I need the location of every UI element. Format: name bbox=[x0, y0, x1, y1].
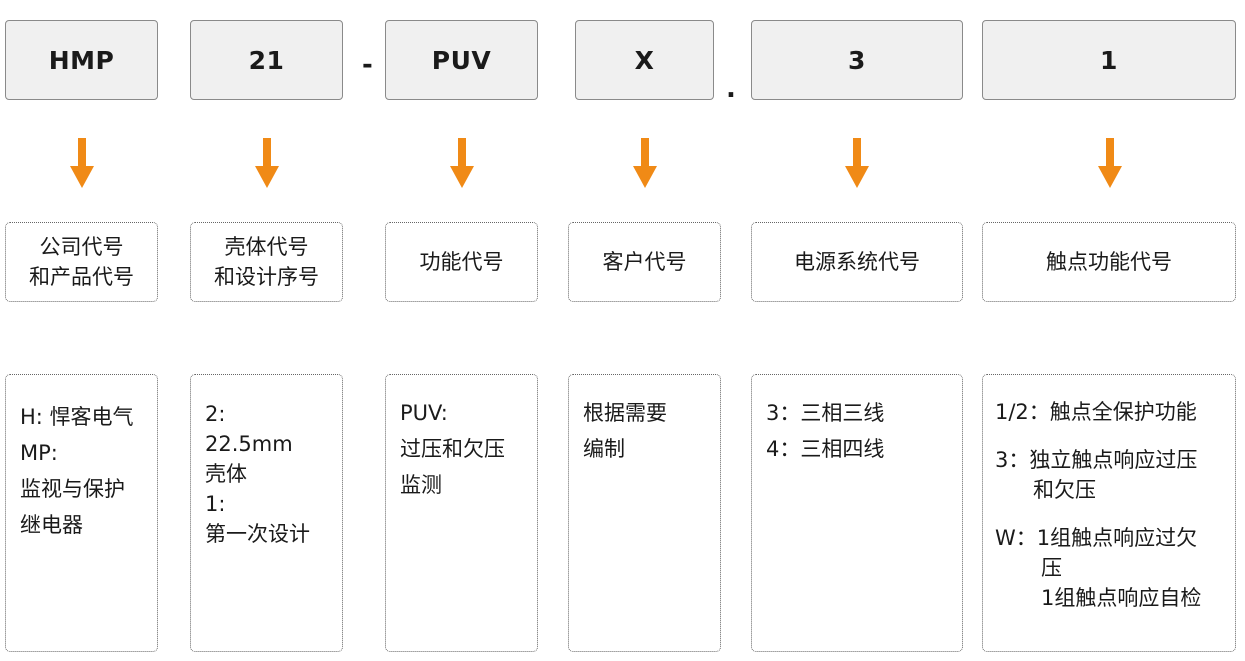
down-arrow-icon bbox=[450, 138, 474, 188]
detail-line: W：1组触点响应过欠 bbox=[995, 526, 1198, 550]
code-segment-text: HMP bbox=[48, 45, 115, 75]
label-function-code: 功能代号 bbox=[385, 222, 538, 302]
detail-line: 第一次设计 bbox=[205, 522, 310, 546]
label-housing-design-code: 壳体代号 和设计序号 bbox=[190, 222, 343, 302]
detail-line: 编制 bbox=[583, 437, 625, 461]
down-arrow-icon bbox=[70, 138, 94, 188]
label-line: 和设计序号 bbox=[214, 265, 319, 289]
detail-company-product: H: 悍客电气 MP: 监视与保护 继电器 bbox=[5, 374, 158, 652]
label-company-product-code: 公司代号 和产品代号 bbox=[5, 222, 158, 302]
detail-line: 1: bbox=[205, 492, 226, 516]
detail-line: 监视与保护 bbox=[20, 477, 125, 501]
label-power-system-code: 电源系统代号 bbox=[751, 222, 963, 302]
label-line: 壳体代号 bbox=[224, 235, 309, 259]
label-line: 客户代号 bbox=[602, 250, 687, 274]
detail-line: 继电器 bbox=[20, 513, 83, 537]
detail-line: 根据需要 bbox=[583, 401, 667, 425]
code-segment-text: 1 bbox=[1100, 45, 1118, 75]
detail-line: 监测 bbox=[400, 473, 442, 497]
detail-line: 和欠压 bbox=[1033, 478, 1096, 502]
separator-dash: - bbox=[362, 50, 373, 80]
label-line: 和产品代号 bbox=[29, 265, 134, 289]
detail-customer: 根据需要 编制 bbox=[568, 374, 721, 652]
code-segment-contact: 1 bbox=[982, 20, 1236, 100]
detail-line: 壳体 bbox=[205, 462, 247, 486]
detail-power-system: 3：三相三线 4：三相四线 bbox=[751, 374, 963, 652]
code-segment-text: PUV bbox=[431, 45, 492, 75]
down-arrow-icon bbox=[845, 138, 869, 188]
down-arrow-icon bbox=[633, 138, 657, 188]
detail-line: MP: bbox=[20, 441, 58, 465]
detail-function: PUV: 过压和欠压 监测 bbox=[385, 374, 538, 652]
code-segment-function: PUV bbox=[385, 20, 538, 100]
detail-line: 1/2：触点全保护功能 bbox=[995, 400, 1197, 424]
detail-line: 过压和欠压 bbox=[400, 437, 505, 461]
code-segment-customer: X bbox=[575, 20, 714, 100]
label-line: 触点功能代号 bbox=[1046, 250, 1172, 274]
code-segment-text: 21 bbox=[248, 45, 285, 75]
detail-line: 4：三相四线 bbox=[766, 437, 885, 461]
code-segment-housing: 21 bbox=[190, 20, 343, 100]
label-contact-function-code: 触点功能代号 bbox=[982, 222, 1236, 302]
detail-line: PUV: bbox=[400, 401, 448, 425]
label-line: 电源系统代号 bbox=[794, 250, 920, 274]
detail-line: 1组触点响应自检 bbox=[1041, 586, 1202, 610]
detail-line: 压 bbox=[1041, 556, 1062, 580]
code-segment-text: X bbox=[634, 45, 655, 75]
detail-line: 3：三相三线 bbox=[766, 401, 885, 425]
separator-dot: . bbox=[726, 74, 736, 104]
down-arrow-icon bbox=[1098, 138, 1122, 188]
detail-line: 22.5mm bbox=[205, 432, 293, 456]
detail-contact-function: 1/2：触点全保护功能 3：独立触点响应过压 和欠压 W：1组触点响应过欠 压 … bbox=[982, 374, 1236, 652]
label-customer-code: 客户代号 bbox=[568, 222, 721, 302]
code-segment-hmp: HMP bbox=[5, 20, 158, 100]
label-line: 功能代号 bbox=[419, 250, 504, 274]
label-line: 公司代号 bbox=[39, 235, 124, 259]
detail-line: 2: bbox=[205, 402, 226, 426]
code-segment-text: 3 bbox=[848, 45, 866, 75]
detail-housing-design: 2: 22.5mm 壳体 1: 第一次设计 bbox=[190, 374, 343, 652]
detail-line: H: 悍客电气 bbox=[20, 405, 134, 429]
code-segment-power: 3 bbox=[751, 20, 963, 100]
detail-line: 3：独立触点响应过压 bbox=[995, 448, 1198, 472]
down-arrow-icon bbox=[255, 138, 279, 188]
